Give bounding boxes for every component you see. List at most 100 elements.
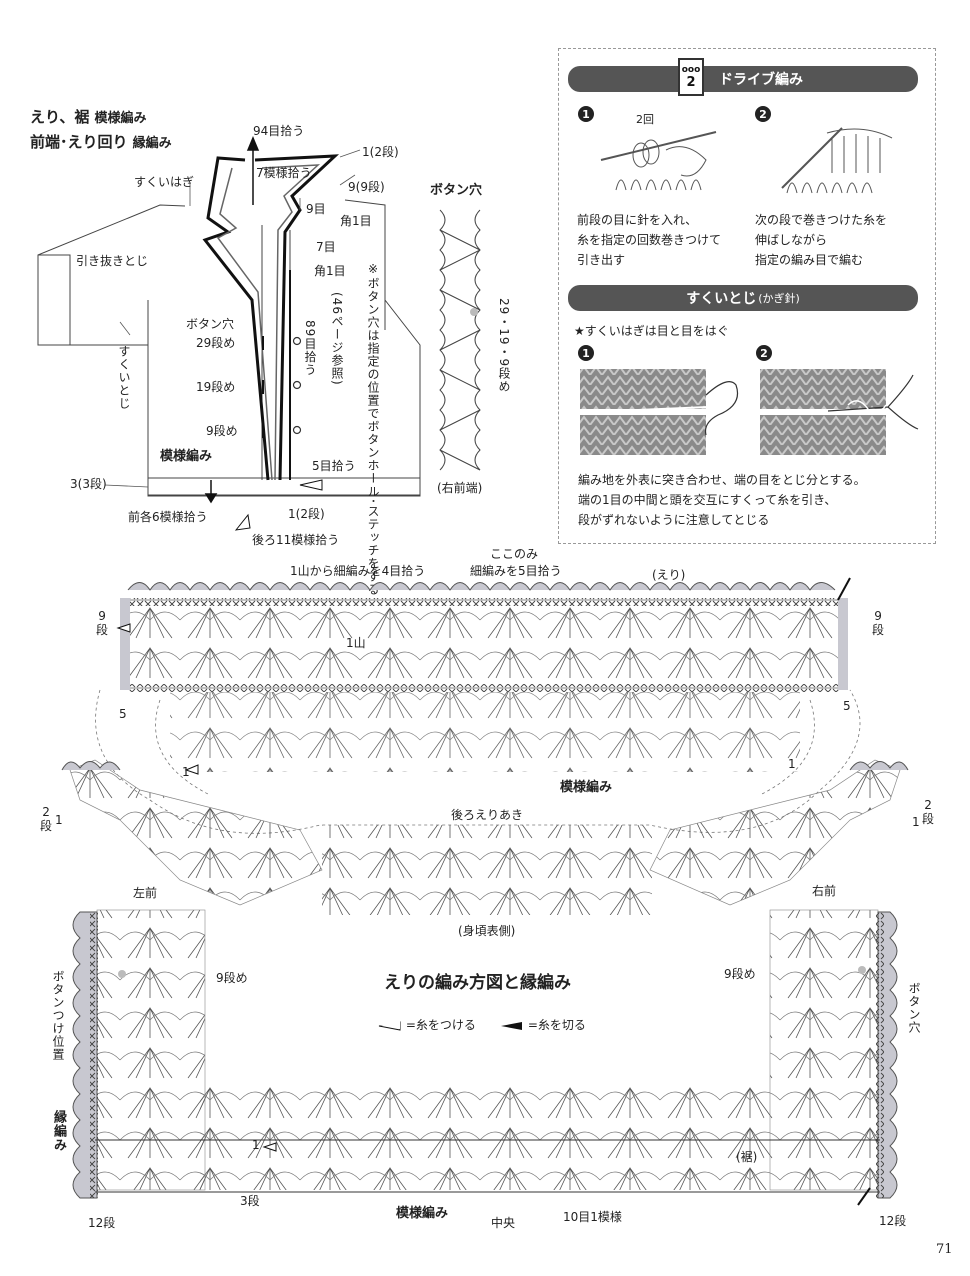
label-corner-1a: 角1目 xyxy=(340,214,372,228)
sukui-text-line2: 端の1目の中間と頭を交互にすくって糸を引き、 xyxy=(578,493,837,507)
sukui-band: すくいとじ (かぎ針) xyxy=(568,285,918,311)
drive-step2-num: 2 xyxy=(755,106,771,122)
chart-here-only-2: 細編みを5目拾う xyxy=(470,564,562,578)
chart-row12-right: 12段 xyxy=(879,1214,907,1228)
jacket-schematic xyxy=(37,136,421,531)
drive-step2-line2: 伸ばしながら xyxy=(755,233,828,247)
chart-row9-right-unit: 段 xyxy=(872,623,885,637)
label-row-9-9: 9(9段) xyxy=(348,180,385,194)
label-bh-29: 29段め xyxy=(196,336,236,350)
legend-attach-icon xyxy=(378,1021,400,1029)
legend-cut: =糸を切る xyxy=(500,1019,586,1031)
chart-pattern-bottom: 模様編み xyxy=(396,1206,449,1221)
drive-step2-illustration xyxy=(781,127,893,194)
chart-repeat: 10目1模様 xyxy=(563,1210,622,1224)
sukui-step1-num: 1 xyxy=(578,345,594,361)
chart-collar: (えり) xyxy=(652,568,686,582)
schematic-title-line2-sub: 縁編み xyxy=(132,136,172,151)
chart-button-pos: ボタンつけ位置 xyxy=(51,970,65,1061)
label-back-pick11: 後ろ11模様拾う xyxy=(252,533,340,547)
chart-row9-left-unit: 段 xyxy=(96,623,109,637)
chart-row9-right: 9 段 xyxy=(872,610,884,636)
legend-cut-text: =糸を切る xyxy=(527,1018,586,1032)
label-moyou: 模様編み xyxy=(160,449,213,464)
chart-row9-left-front: 9段め xyxy=(216,971,248,985)
drive-step2-line3: 指定の編み目で編む xyxy=(755,253,864,267)
label-st-9: 9目 xyxy=(306,202,326,216)
page-number: 71 xyxy=(936,1242,953,1257)
drive-step1-line1: 前段の目に針を入れ、 xyxy=(577,213,698,227)
chart-row9-left-num: 9 xyxy=(98,609,106,623)
chart-pattern-top: 模様編み xyxy=(560,780,613,795)
drive-step1-line3: 引き出す xyxy=(577,253,626,267)
label-buttonhole: ボタン穴 xyxy=(186,317,235,331)
chart-back-neck: 後ろえりあき xyxy=(451,808,524,822)
label-pick-94: 94目拾う xyxy=(253,124,305,138)
drive-icon-top: ooo xyxy=(681,64,701,75)
label-row-3-3: 3(3段) xyxy=(70,477,107,491)
drive-step1-num: 1 xyxy=(578,106,594,122)
chart-r2-right: 2 段 xyxy=(922,799,934,825)
drive-step1-text: 前段の目に針を入れ、 糸を指定の回数巻きつけて 引き出す xyxy=(577,210,721,270)
chart-buttonhole-vert: ボタン穴 xyxy=(907,982,921,1034)
schematic-title: えり、裾 模様編み 前端･えり回り 縁編み xyxy=(30,106,172,152)
sukui-title: すくいとじ xyxy=(686,291,757,307)
chart-body-front: (身頃表側) xyxy=(458,924,516,938)
chart-r1-right: 1 xyxy=(788,757,796,771)
chart-r2-left-unit: 段 xyxy=(40,819,53,833)
chart-r1-l2: 1 xyxy=(55,813,63,827)
chart-r1-r2: 1 xyxy=(912,815,920,829)
label-sukui-toji: すくいとじ xyxy=(117,345,131,410)
chart-pick-4: 1山から細編みを4目拾う xyxy=(290,564,426,578)
label-pick-7pattern: 7模様拾う xyxy=(256,166,312,180)
label-note-ref: (46ページ参照) xyxy=(330,292,344,386)
chart-row-1-hem: 1 xyxy=(252,1138,260,1152)
schematic-title-line1-sub: 模様編み xyxy=(94,111,147,126)
sukui-step2-num: 2 xyxy=(756,345,772,361)
chart-title: えりの編み方図と縁編み xyxy=(384,973,571,993)
drive-stitch-title: ドライブ編み xyxy=(719,72,803,88)
legend-attach: =糸をつける xyxy=(378,1019,476,1031)
chart-r2-right-num: 2 xyxy=(924,798,932,812)
chart-right-front: 右前 xyxy=(812,884,837,898)
chart-here-only-1: ここのみ xyxy=(490,547,539,561)
drive-step2-text: 次の段で巻きつけた糸を 伸ばしながら 指定の編み目で編む xyxy=(755,210,887,270)
chart-yama: 1山 xyxy=(346,636,366,650)
chart-r5-right: 5 xyxy=(843,699,851,713)
drive-step1-illustration xyxy=(600,131,717,191)
legend-attach-text: =糸をつける xyxy=(405,1018,476,1032)
sukui-title-sub: (かぎ針) xyxy=(758,292,800,305)
label-corner-1b: 角1目 xyxy=(314,264,346,278)
label-row-1-2: 1(2段) xyxy=(362,145,399,159)
label-pick-5: 5目拾う xyxy=(312,459,356,473)
chart-row9-right-num: 9 xyxy=(874,609,882,623)
label-pick-89: 89目拾う xyxy=(303,320,317,377)
buttonhole-chart xyxy=(439,209,481,471)
label-bh-19: 19段め xyxy=(196,380,236,394)
chart-left-front: 左前 xyxy=(133,886,158,900)
drive-icon-num: 2 xyxy=(686,74,696,90)
drive-step2-line1: 次の段で巻きつけた糸を xyxy=(755,213,888,227)
chart-row-3-hem: 3段 xyxy=(240,1194,260,1208)
chart-center: 中央 xyxy=(491,1216,516,1230)
chart-r5-left: 5 xyxy=(119,707,127,721)
label-hikinuki: 引き抜きとじ xyxy=(76,254,149,268)
sukui-text-line3: 段がずれないように注意してとじる xyxy=(578,513,770,527)
drive-stitch-icon: ooo 2 xyxy=(678,58,704,96)
label-bh-9: 9段め xyxy=(206,424,238,438)
sukui-note: ★すくいはぎは目と目をはぐ xyxy=(574,324,729,338)
sukui-text-line1: 編み地を外表に突き合わせ、端の目をとじ分とする。 xyxy=(578,473,866,487)
label-sukui-hagi: すくいはぎ xyxy=(134,175,195,189)
label-row-1-2b: 1(2段) xyxy=(288,507,325,521)
buttonhole-chart-caption: (右前端) xyxy=(437,481,483,495)
drive-step1-line2: 糸を指定の回数巻きつけて xyxy=(577,233,722,247)
chart-r2-right-unit: 段 xyxy=(922,812,935,826)
schematic-title-line1: えり、裾 xyxy=(30,108,90,126)
sukui-text: 編み地を外表に突き合わせ、端の目をとじ分とする。 端の1目の中間と頭を交互にすく… xyxy=(578,470,866,530)
chart-hem: (裾) xyxy=(736,1150,758,1164)
drive-step1-tag: 2回 xyxy=(636,113,654,126)
chart-row9-left: 9 段 xyxy=(96,610,108,636)
buttonhole-chart-rows: 29・19・9段め xyxy=(497,298,511,394)
buttonhole-chart-rows-label: 29・19・9段め xyxy=(497,298,511,394)
chart-r2-left-num: 2 xyxy=(42,805,50,819)
